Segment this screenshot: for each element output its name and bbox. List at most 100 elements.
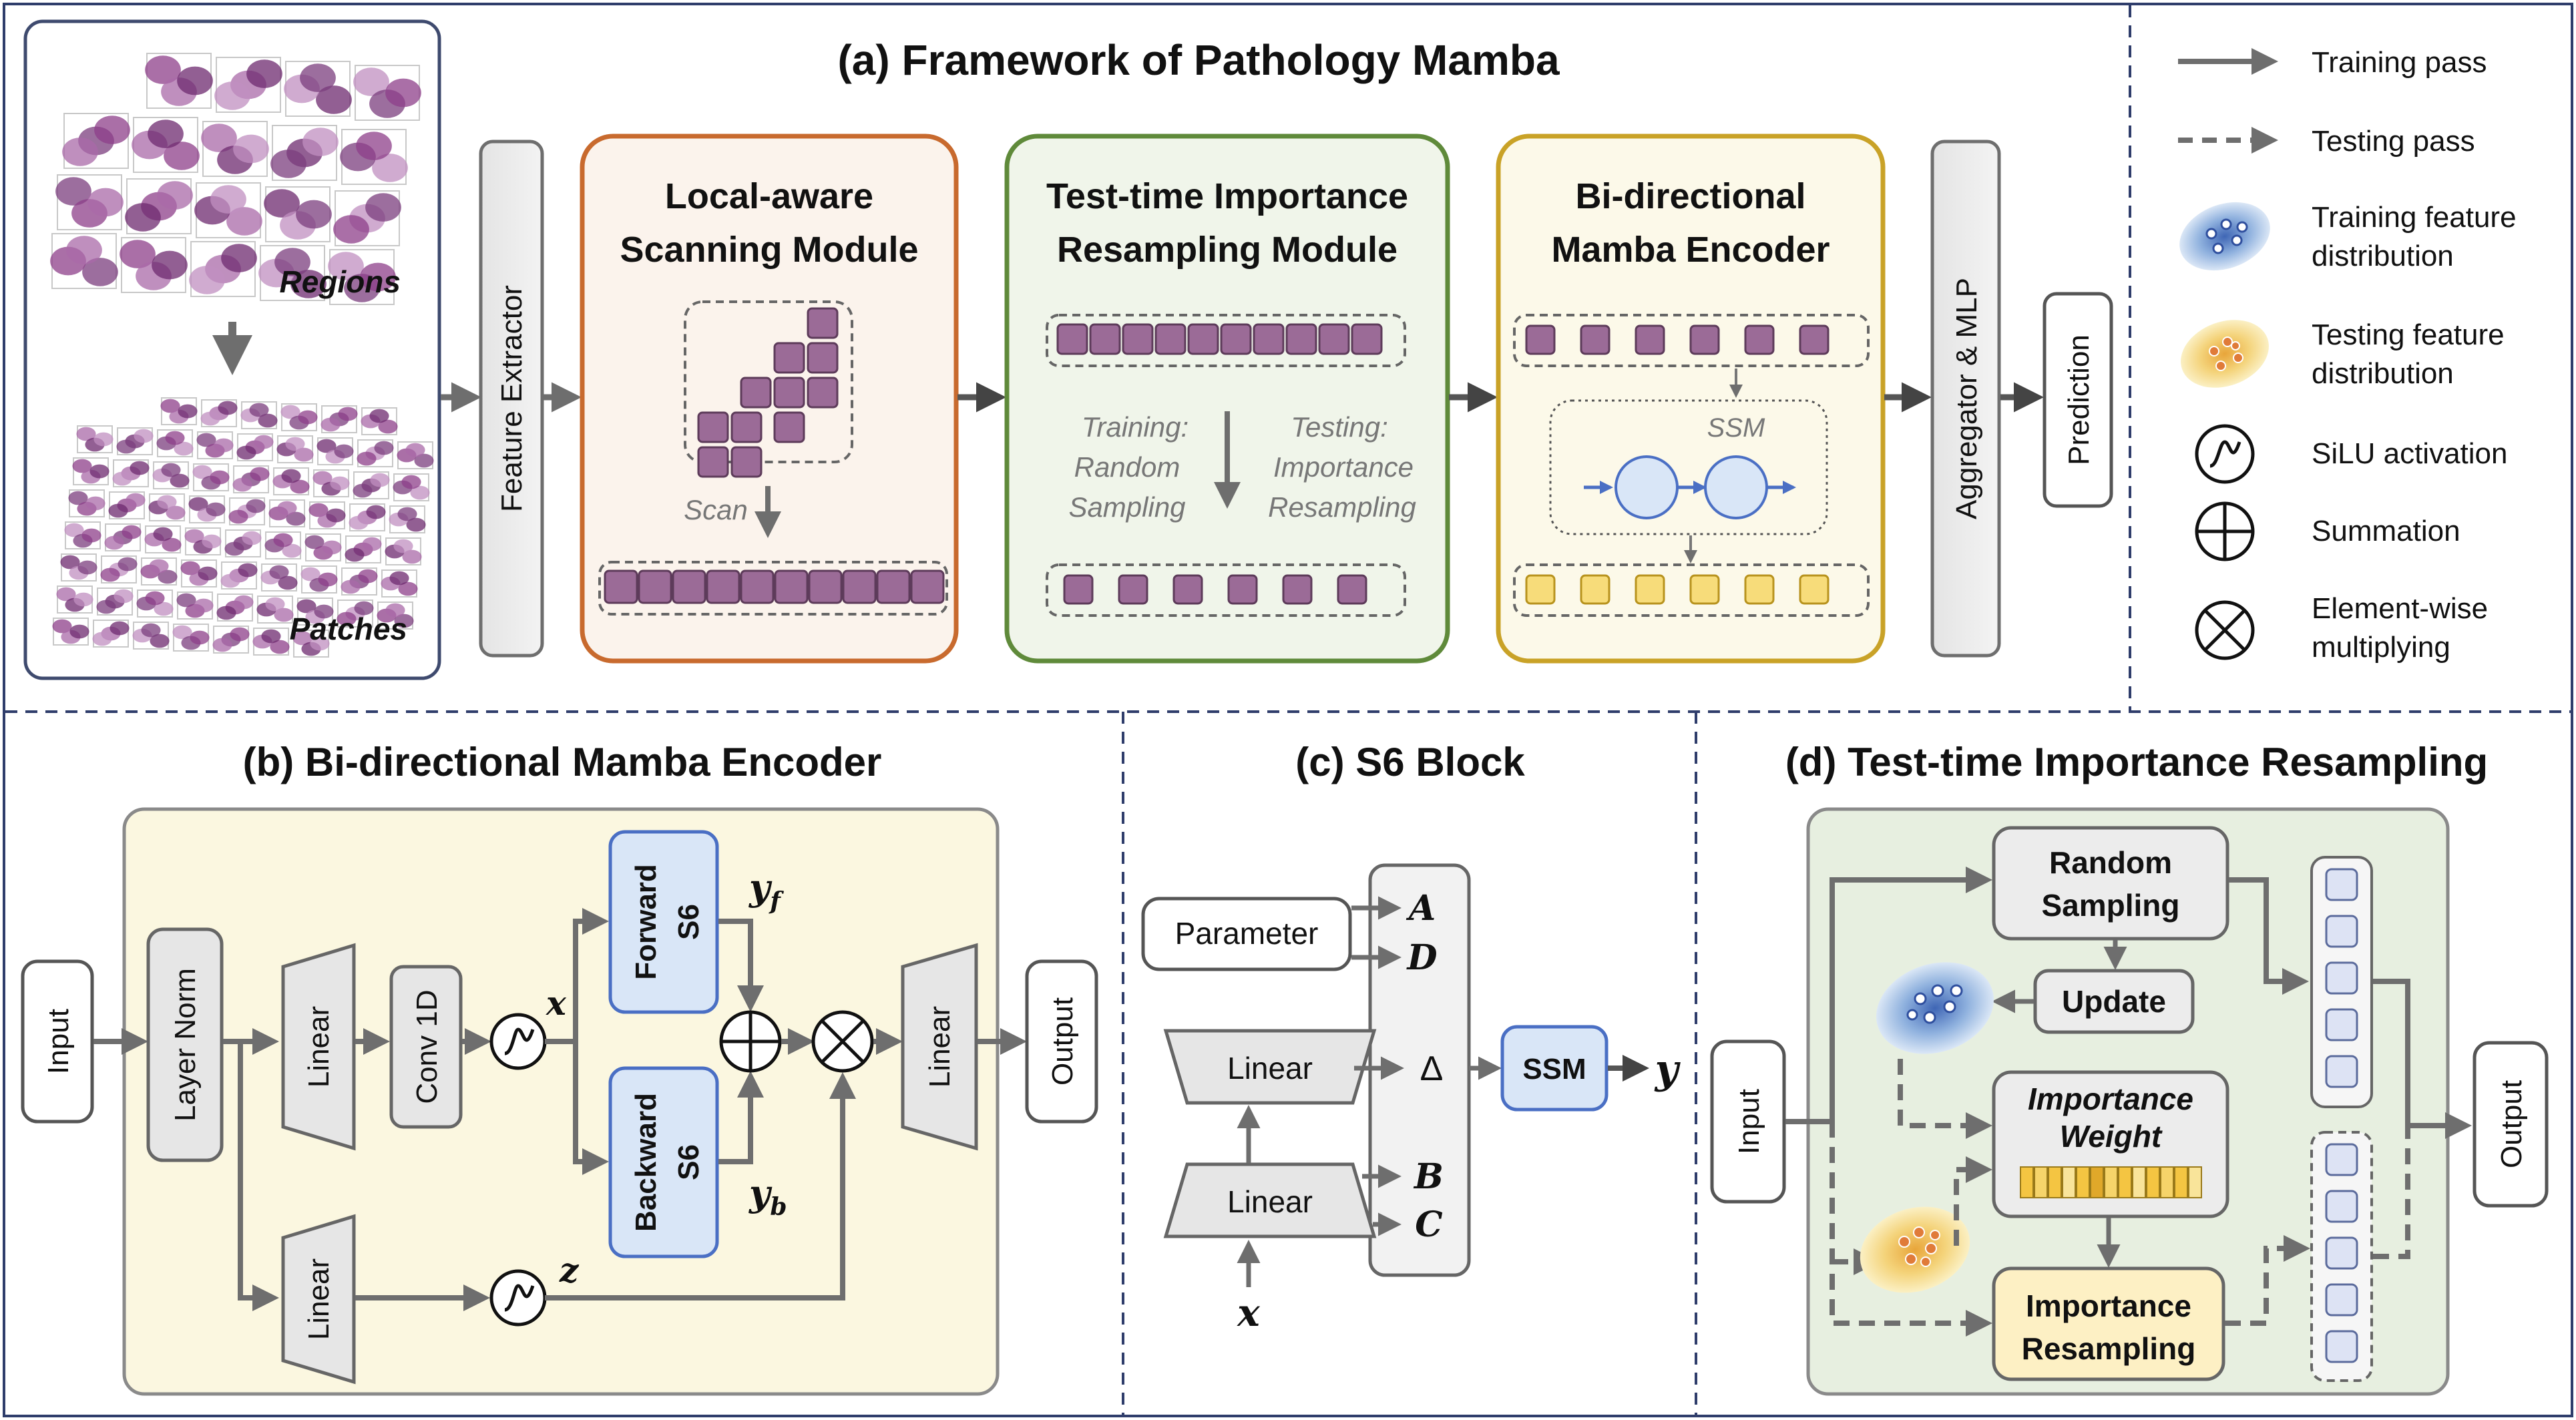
tissue-blob — [141, 623, 161, 638]
importance-weight-label-2: Weight — [2060, 1119, 2163, 1154]
weight-cell — [2146, 1166, 2160, 1198]
d-testing-dots — [1898, 1226, 1940, 1267]
tissue-blob — [238, 563, 258, 577]
figure-border — [3, 3, 2573, 1417]
weight-cell — [2174, 1166, 2188, 1198]
tissue-blob — [322, 540, 342, 555]
random-sampling-label-1: Random — [2049, 845, 2172, 880]
tissue-blob — [398, 581, 418, 596]
A-symbol: A — [1406, 888, 1436, 929]
d-token — [2325, 1190, 2358, 1223]
training-distribution-dots — [2205, 218, 2248, 254]
local-token — [730, 446, 763, 478]
bme-module-title-1: Bi-directional — [1575, 176, 1805, 216]
input-to-resampling-arrow — [1830, 1122, 1992, 1337]
tissue-blob — [334, 444, 354, 459]
tissue-blob — [100, 567, 120, 582]
random-sampling-label-2: Sampling — [2041, 888, 2179, 923]
scan-token — [638, 569, 672, 604]
tissue-blob — [214, 438, 234, 453]
tissue-blob — [160, 399, 180, 413]
weight-cell — [2020, 1166, 2034, 1198]
conv1d-box — [389, 965, 463, 1129]
local-window-tokens — [697, 307, 839, 478]
tissue-blob — [216, 606, 236, 620]
tissue-blob — [96, 600, 116, 614]
forward-s6-label: S6 — [672, 904, 705, 940]
sampled-to-output-arrow — [2373, 979, 2472, 1139]
local-token — [697, 411, 729, 443]
tissue-blob — [274, 248, 310, 276]
ssm-state-1 — [1615, 455, 1679, 519]
tissue-blob — [134, 429, 154, 443]
legend-train-dist-1: Training feature — [2312, 201, 2517, 234]
legend-mult-1: Element-wise — [2312, 592, 2488, 625]
scan-token — [808, 569, 843, 604]
tissue-blob — [92, 632, 112, 646]
tissue-blob — [312, 471, 333, 485]
silu-z-curve — [504, 1284, 535, 1312]
tissue-blob — [277, 501, 297, 515]
tissue-blob — [338, 407, 358, 421]
tissue-blob — [148, 120, 184, 148]
weight-cell — [2062, 1166, 2076, 1198]
tissue-blob — [402, 549, 422, 564]
conv1d-label: Conv 1D — [411, 989, 443, 1104]
tissue-blob — [184, 529, 204, 543]
bme-input-token — [1689, 324, 1720, 355]
tissue-blob — [190, 630, 210, 645]
local-token — [807, 377, 839, 409]
tissue-blob — [170, 473, 190, 488]
tissue-blob — [246, 59, 282, 88]
tissue-blob — [214, 81, 250, 110]
tir-input-sequence — [1046, 314, 1406, 367]
tissue-blob — [393, 539, 413, 553]
d-token — [2325, 1008, 2358, 1041]
tissue-blob — [149, 559, 169, 573]
b-output-label: Output — [1046, 997, 1079, 1086]
tir-train-3: Sampling — [1068, 491, 1185, 523]
tissue-blob — [125, 203, 161, 232]
tissue-blob — [356, 132, 392, 160]
importance-weight-label-1: Importance — [2028, 1082, 2193, 1116]
weight-cell — [2104, 1166, 2118, 1198]
tissue-blob — [314, 604, 334, 619]
tissue-blob — [328, 252, 364, 280]
tir-output-tokens — [1063, 574, 1367, 605]
bme-output-token — [1689, 574, 1720, 605]
regions-label: Regions — [280, 264, 401, 299]
backward-to-sum-arrow — [718, 1071, 764, 1164]
tissue-blob — [292, 631, 312, 646]
ssm-label: SSM — [1707, 413, 1765, 443]
tissue-blob — [218, 401, 238, 415]
forward-s6-box — [608, 830, 719, 1014]
local-token — [773, 411, 805, 443]
tissue-blob — [405, 443, 425, 457]
tissue-blob — [270, 150, 306, 178]
weight-cell — [2090, 1166, 2104, 1198]
legend-train-dist-2: distribution — [2312, 240, 2454, 272]
tissue-blob — [56, 587, 76, 602]
tissue-blob — [62, 138, 98, 166]
tissue-blob — [300, 567, 320, 581]
tissue-blob — [233, 134, 269, 164]
tissue-blob — [161, 463, 181, 477]
linear-input-label: Linear — [1227, 1184, 1313, 1219]
panel-a-title: (a) Framework of Pathology Mamba — [837, 36, 1559, 84]
tissue-blob — [308, 503, 329, 517]
tissue-blob — [246, 499, 266, 513]
tissue-blob — [76, 427, 96, 441]
input-to-random-arrow — [1785, 867, 1992, 1124]
linear1-box — [281, 943, 356, 1151]
tissue-blob — [176, 593, 196, 608]
scan-token — [876, 569, 911, 604]
tissue-blob — [261, 629, 281, 644]
to-backward-arrow — [573, 1041, 609, 1175]
tissue-blob — [200, 411, 220, 426]
tissue-blob — [372, 154, 408, 182]
tissue-blob — [280, 405, 300, 419]
panel-b-background — [122, 807, 1000, 1396]
tissue-blob — [353, 67, 389, 96]
d-token — [2325, 1236, 2358, 1270]
tissue-blob — [414, 453, 434, 468]
